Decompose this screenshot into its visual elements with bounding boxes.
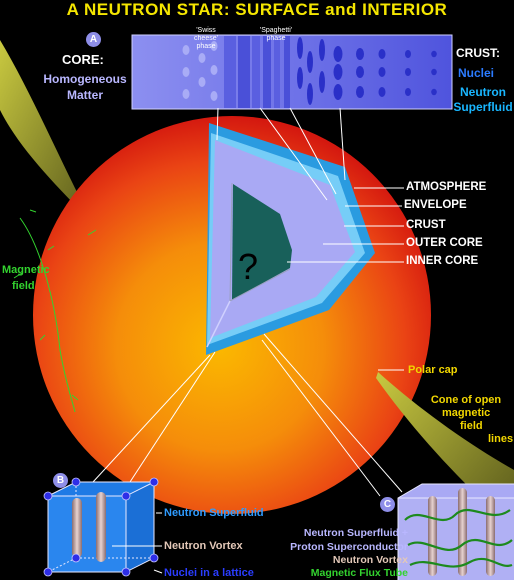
nucleus-blob: [356, 66, 364, 78]
magnetic-field-lines: [13, 209, 97, 413]
nucleus-blob: [378, 87, 386, 97]
inner-core-label: INNER CORE: [406, 255, 479, 267]
nucleus-blob: [356, 86, 364, 98]
nuclei-lattice-label: Nuclei in a lattice: [164, 567, 254, 579]
atmosphere-label: ATMOSPHERE: [406, 181, 487, 193]
nucleus-blob: [333, 64, 343, 80]
nucleus-blob: [333, 84, 343, 100]
envelope-label: ENVELOPE: [404, 199, 467, 211]
cone-label-1: Cone of open: [430, 394, 502, 406]
crust-panel-label: CRUST:: [456, 46, 500, 60]
nucleus-blob: [378, 67, 386, 77]
swiss-label-3: phase: [196, 43, 216, 50]
nucleus-blob: [198, 77, 206, 87]
core-panel: [131, 34, 453, 110]
swiss-label-2: cheese': [194, 35, 218, 42]
spaghetti-rods: [224, 36, 290, 108]
polar-cap-label: Polar cap: [408, 364, 458, 376]
neutron-superfluid-label: Neutron Superfluid: [164, 507, 264, 519]
marker-c: C: [380, 497, 395, 512]
cone-label-3: field: [460, 420, 483, 432]
core-label: CORE:: [62, 52, 104, 67]
nucleus-blob: [210, 91, 218, 101]
nucleus-blob: [210, 65, 218, 75]
magnetic-field-label-1: Magnetic: [2, 264, 50, 276]
nucleus-blob: [198, 53, 206, 63]
spaghetti-label-2: phase: [266, 35, 286, 42]
neutron-vortex-label: Neutron Vortex: [164, 540, 243, 552]
nucleus-blob: [431, 50, 437, 58]
nucleus-blob: [182, 89, 190, 99]
swiss-label-1: 'Swiss: [196, 27, 216, 34]
unknown-core-mark: ?: [238, 246, 259, 287]
nucleus-blob: [182, 67, 190, 77]
outer-core-label: OUTER CORE: [406, 237, 483, 249]
nucleus-blob: [297, 67, 303, 89]
nuclei-blobs: [182, 37, 437, 105]
superfluid-label-1: Neutron: [460, 85, 506, 99]
nucleus-blob: [307, 83, 313, 105]
cone-label-2: magnetic: [442, 407, 491, 419]
magnetic-field-label-2: field: [12, 280, 35, 292]
page-title: A NEUTRON STAR: SURFACE and INTERIOR: [66, 0, 448, 19]
nucleus-blob: [319, 71, 325, 93]
crust-label: CRUST: [406, 219, 446, 231]
box-c-line-3: Neutron Vortex: [332, 554, 408, 566]
nucleus-blob: [307, 51, 313, 73]
box-c-line-4: Magnetic Flux Tube: [310, 567, 408, 579]
cube-lattice: [43, 477, 163, 577]
box-c-line-1: Neutron Superfluid +: [303, 527, 408, 539]
cone-label-4: lines: [488, 433, 514, 445]
cube-superconductor: [397, 483, 514, 580]
core-desc-1: Homogeneous: [43, 72, 127, 86]
spaghetti-label-1: 'Spaghetti': [259, 27, 293, 34]
nucleus-blob: [297, 37, 303, 59]
nucleus-blob: [431, 68, 437, 76]
nucleus-blob: [405, 50, 411, 58]
nucleus-blob: [431, 88, 437, 96]
nucleus-blob: [356, 48, 364, 60]
superfluid-label-2: Superfluid: [453, 100, 513, 114]
marker-a: A: [86, 32, 101, 47]
nucleus-blob: [405, 68, 411, 76]
nucleus-blob: [333, 46, 343, 62]
nucleus-blob: [405, 88, 411, 96]
nucleus-blob: [378, 49, 386, 59]
left-cone: [0, 40, 96, 226]
inner-core-layer: [232, 184, 292, 300]
marker-b: B: [53, 473, 68, 488]
nucleus-blob: [182, 45, 190, 55]
nucleus-blob: [319, 39, 325, 61]
core-desc-2: Matter: [66, 88, 103, 102]
nucleus-blob: [210, 41, 218, 51]
nuclei-label: Nuclei: [458, 66, 495, 80]
pointer-lines: [92, 107, 404, 497]
box-c-line-2: Proton Superconductor: [290, 541, 408, 553]
